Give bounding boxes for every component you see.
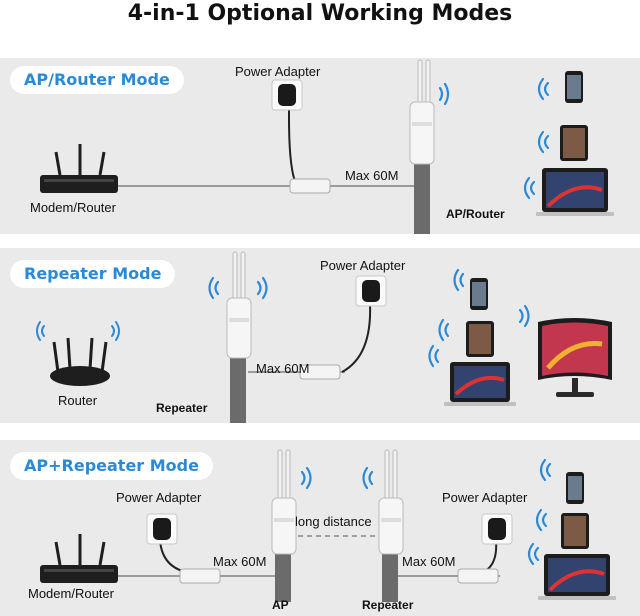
source-label: Modem/Router bbox=[28, 586, 114, 601]
phone-icon bbox=[565, 71, 583, 103]
unit-right-label: Repeater bbox=[362, 598, 414, 612]
phone-icon bbox=[470, 278, 488, 310]
mode-title-ap-router: AP/Router Mode bbox=[10, 66, 184, 94]
poe-injector-icon bbox=[299, 364, 341, 380]
cable-length-label: Max 60M bbox=[345, 168, 399, 183]
tablet-icon bbox=[560, 125, 588, 161]
source-label: Modem/Router bbox=[30, 200, 116, 215]
poe-injector-icon bbox=[289, 178, 331, 194]
power-adapter-label: Power Adapter bbox=[235, 64, 321, 79]
panel-ap-repeater-mode: AP+Repeater Mode Power Adapter Power Ada… bbox=[0, 440, 640, 616]
source-label: Router bbox=[58, 393, 98, 408]
monitor-icon bbox=[538, 318, 612, 397]
unit-label: Repeater bbox=[156, 401, 208, 415]
unit-left-label: AP bbox=[272, 598, 289, 612]
power-adapter-left-label: Power Adapter bbox=[116, 490, 202, 505]
modem-router-icon bbox=[40, 534, 118, 583]
laptop-icon bbox=[536, 168, 614, 216]
wifi-signal-icon bbox=[300, 466, 374, 490]
panel-repeater-mode: Repeater Mode Power Adapter Max 60M Rout… bbox=[0, 248, 640, 423]
mode-title-ap-repeater: AP+Repeater Mode bbox=[10, 452, 213, 480]
power-adapter-icon bbox=[355, 275, 387, 307]
outdoor-unit-icon bbox=[378, 449, 404, 555]
cable-left-label: Max 60M bbox=[213, 554, 267, 569]
modem-router-icon bbox=[40, 144, 118, 193]
power-adapter-icon bbox=[146, 513, 178, 545]
poe-injector-icon bbox=[179, 568, 221, 584]
ap-router-diagram bbox=[40, 59, 614, 234]
panel-ap-router-mode: AP/Router Mode Power Adapter Max 60M Mod… bbox=[0, 58, 640, 234]
ap-repeater-diagram bbox=[40, 449, 616, 602]
tablet-icon bbox=[561, 513, 589, 549]
cable-right-label: Max 60M bbox=[402, 554, 456, 569]
unit-label: AP/Router bbox=[446, 207, 505, 221]
outdoor-unit-icon bbox=[409, 59, 435, 165]
outdoor-unit-icon bbox=[271, 449, 297, 555]
outdoor-unit-icon bbox=[226, 251, 252, 359]
wifi-signal-icon bbox=[208, 276, 268, 300]
power-adapter-right-label: Power Adapter bbox=[442, 490, 528, 505]
mode-title-repeater: Repeater Mode bbox=[10, 260, 176, 288]
power-adapter-label: Power Adapter bbox=[320, 258, 406, 273]
power-adapter-icon bbox=[271, 79, 303, 111]
cable-length-label: Max 60M bbox=[256, 361, 310, 376]
wifi-signal-icon bbox=[438, 82, 450, 106]
power-adapter-icon bbox=[481, 513, 513, 545]
long-distance-label: long distance bbox=[295, 514, 372, 529]
tablet-icon bbox=[466, 321, 494, 357]
laptop-icon bbox=[444, 362, 516, 406]
page-title: 4-in-1 Optional Working Modes bbox=[127, 1, 513, 26]
laptop-icon bbox=[538, 554, 616, 600]
poe-injector-icon bbox=[457, 568, 499, 584]
router-icon bbox=[50, 337, 110, 386]
phone-icon bbox=[566, 472, 584, 504]
repeater-diagram bbox=[36, 251, 612, 423]
